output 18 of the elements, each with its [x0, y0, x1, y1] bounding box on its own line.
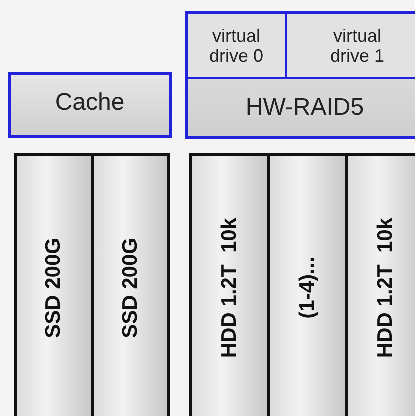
drive-column	[267, 153, 348, 416]
group-box	[185, 11, 415, 139]
drive-column	[91, 153, 170, 416]
partition-box	[287, 14, 415, 77]
drive-column	[14, 153, 94, 416]
drive-label: HDD 1.2T 10k	[218, 218, 242, 358]
partition-box	[188, 14, 285, 77]
drive-label: SSD 200G	[42, 238, 66, 338]
drive-label: HDD 1.2T 10k	[374, 218, 398, 358]
partition-label: virtual drive 1	[329, 26, 386, 66]
group-label: HW-RAID5	[244, 94, 366, 122]
drive-column	[189, 153, 270, 416]
drive-label: SSD 200G	[118, 238, 142, 338]
drive-column	[345, 153, 415, 416]
group-label: Cache	[54, 89, 126, 117]
drive-label: (1-4)...	[296, 257, 320, 319]
partition-label: virtual drive 0	[208, 26, 265, 66]
group-box	[8, 72, 172, 138]
